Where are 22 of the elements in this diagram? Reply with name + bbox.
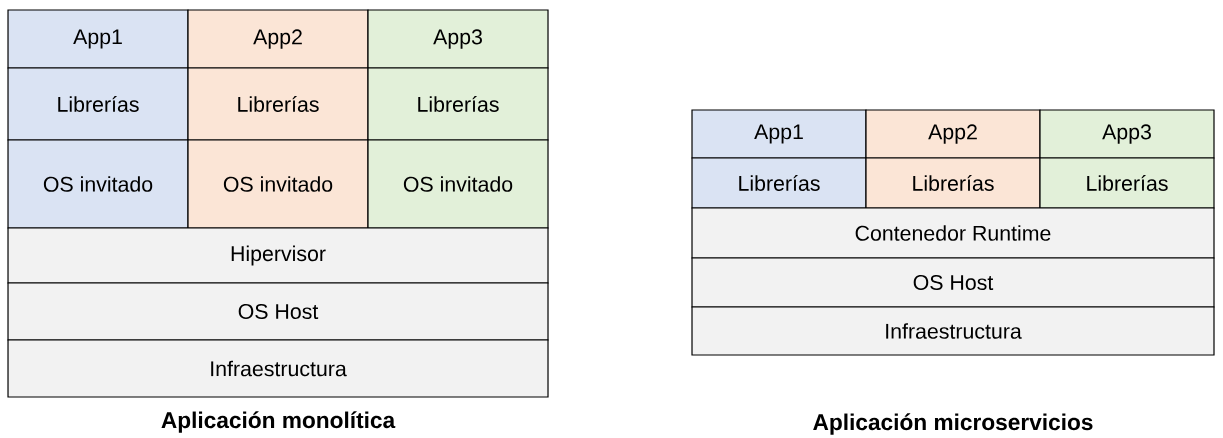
layer-cell: Librerías [187,67,369,141]
layer-cell: OS Host [691,257,1215,308]
layer-cell: Librerías [7,67,189,141]
layer-cell: Librerías [1039,157,1215,209]
layer-cell: App1 [7,9,189,69]
layer-cell: Librerías [691,157,867,209]
layer-cell: Librerías [367,67,549,141]
layer-cell: App3 [367,9,549,69]
layer-cell: App2 [865,109,1041,159]
layer-cell: App3 [1039,109,1215,159]
layer-cell: Hipervisor [7,227,549,284]
layer-cell: OS invitado [367,139,549,229]
layer-cell: OS invitado [187,139,369,229]
layer-cell: OS Host [7,282,549,341]
layer-cell: OS invitado [7,139,189,229]
layer-cell: App2 [187,9,369,69]
layer-cell: Infraestructura [7,339,549,398]
layer-cell: Infraestructura [691,306,1215,356]
layer-cell: App1 [691,109,867,159]
layer-cell: Contenedor Runtime [691,207,1215,259]
caption: Aplicación microservicios [813,413,1093,435]
layer-cell: Librerías [865,157,1041,209]
